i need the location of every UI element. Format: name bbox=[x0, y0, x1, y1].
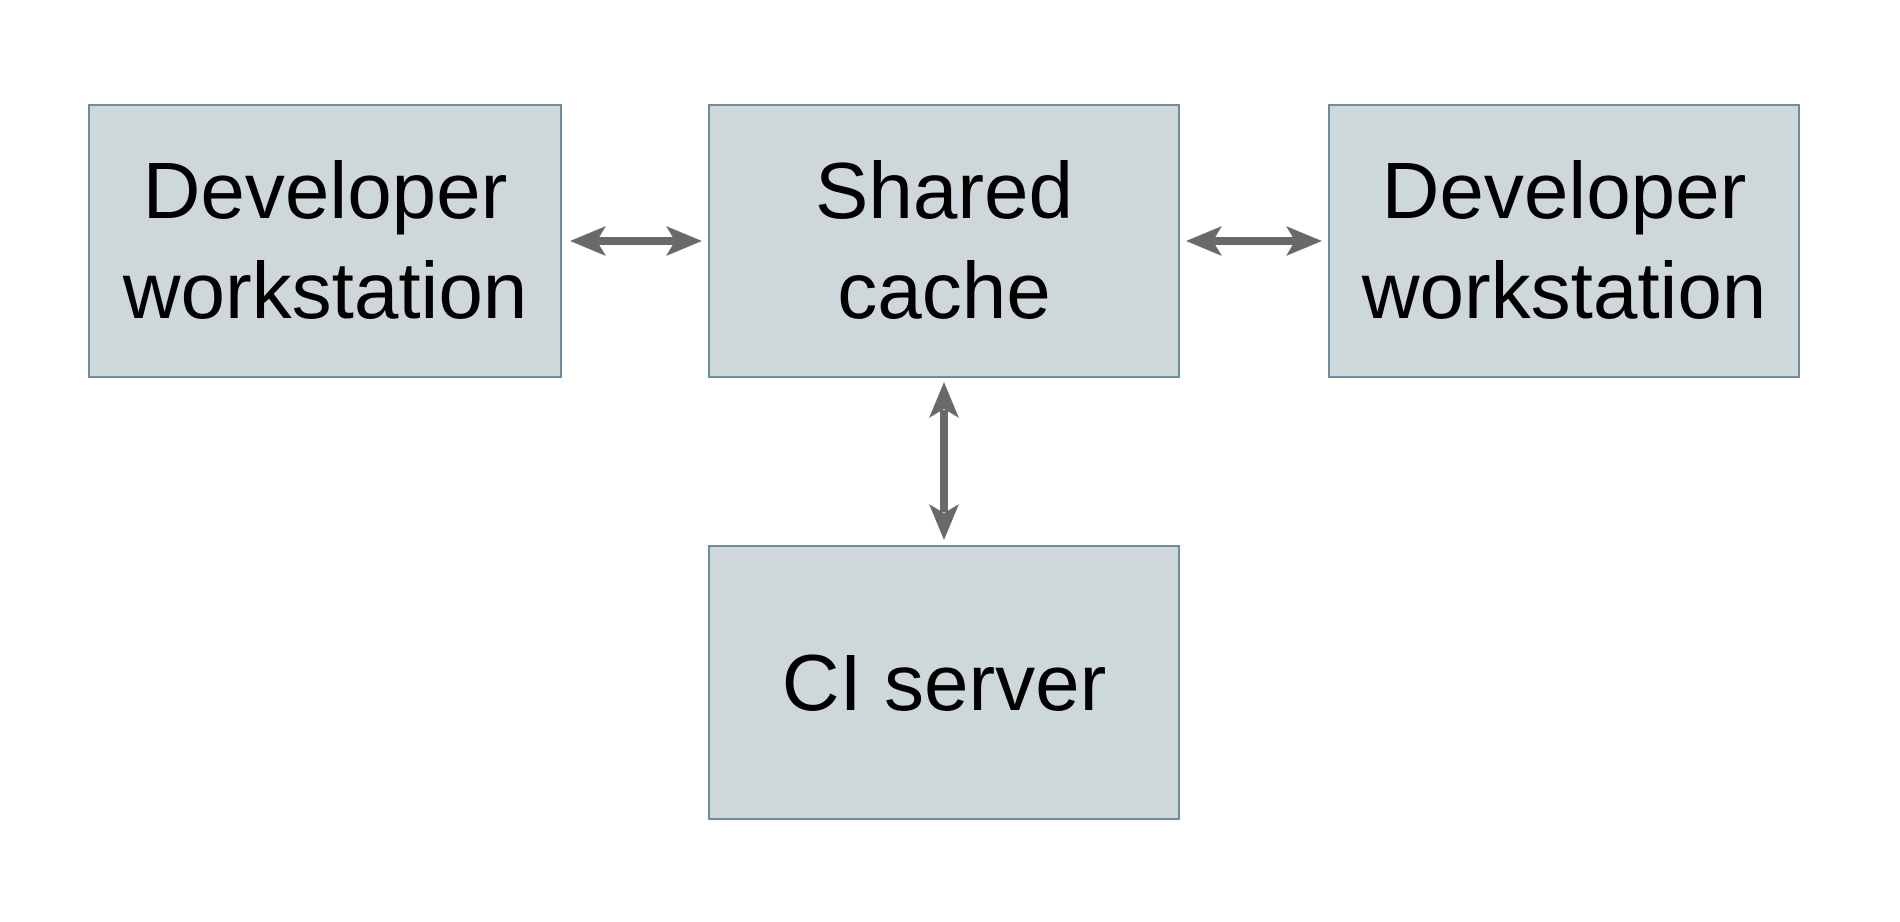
node-label-developer-workstation-right: Developer workstation bbox=[1361, 146, 1767, 335]
arrowhead-up-icon bbox=[929, 382, 959, 418]
bidirectional-arrow-left-workstation-shared-cache bbox=[570, 226, 702, 256]
node-ci-server: CI server bbox=[708, 545, 1180, 820]
node-label-developer-workstation-left: Developer workstation bbox=[122, 146, 528, 335]
bidirectional-arrow-shared-cache-right-workstation bbox=[1186, 226, 1322, 256]
node-shared-cache: Shared cache bbox=[708, 104, 1180, 378]
node-developer-workstation-right: Developer workstation bbox=[1328, 104, 1800, 378]
arrowhead-left-icon bbox=[1186, 226, 1222, 256]
arrowhead-right-icon bbox=[666, 226, 702, 256]
node-developer-workstation-left: Developer workstation bbox=[88, 104, 562, 378]
arrowhead-right-icon bbox=[1286, 226, 1322, 256]
arrowhead-left-icon bbox=[570, 226, 606, 256]
node-label-ci-server: CI server bbox=[781, 637, 1107, 727]
bidirectional-arrow-shared-cache-ci-server bbox=[929, 382, 959, 540]
arrowhead-down-icon bbox=[929, 504, 959, 540]
node-label-shared-cache: Shared cache bbox=[815, 146, 1073, 335]
